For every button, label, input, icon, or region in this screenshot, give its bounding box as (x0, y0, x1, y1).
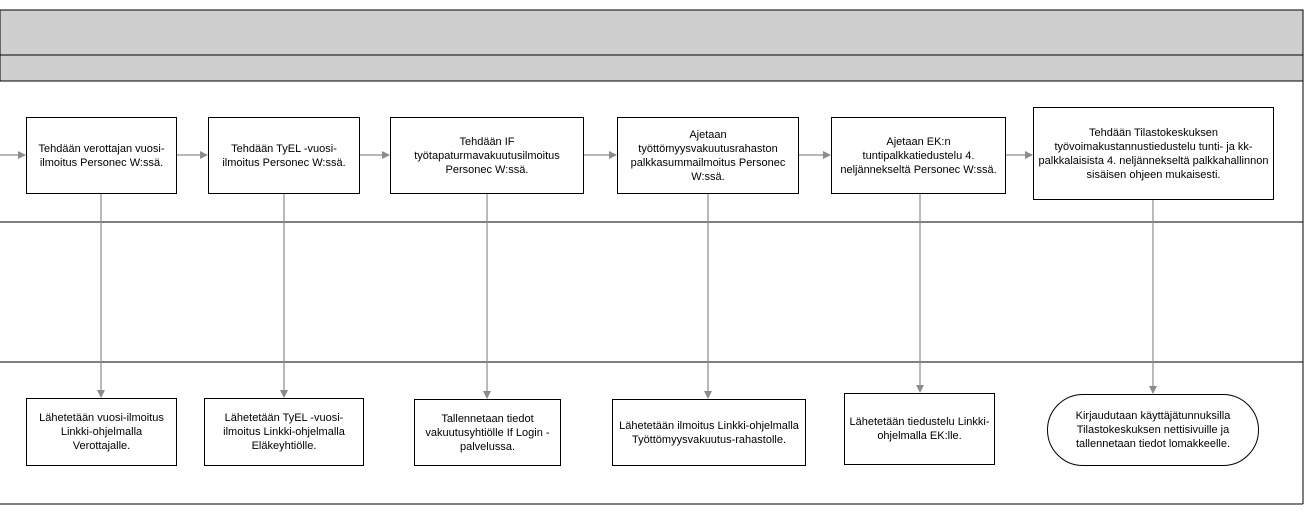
submit-step-2: Lähetetään TyEL -vuosi-ilmoitus Linkki-o… (204, 398, 364, 466)
process-step-4: Ajetaan työttömyysvakuutusrahaston palkk… (617, 117, 799, 194)
header-band (0, 9, 1304, 56)
process-step-6-text: Tehdään Tilastokeskuksen työvoimakustann… (1038, 126, 1269, 181)
submit-step-1-text: Lähetetään vuosi-ilmoitus Linkki-ohjelma… (39, 412, 164, 452)
process-step-1-text: Tehdään verottajan vuosi-ilmoitus Person… (38, 142, 165, 169)
submit-step-4-text: Lähetetään ilmoitus Linkki-ohjelmalla Ty… (619, 419, 799, 446)
submit-step-6-terminator: Kirjaudutaan käyttäjätunnuksilla Tilasto… (1047, 394, 1259, 466)
process-step-2: Tehdään TyEL -vuosi-ilmoitus Personec W:… (208, 117, 360, 194)
submit-step-5-text: Lähetetään tiedustelu Linkki-ohjelmalla … (849, 416, 990, 442)
submit-step-6-text: Kirjaudutaan käyttäjätunnuksilla Tilasto… (1075, 410, 1231, 450)
subheader-band (0, 54, 1304, 82)
submit-step-2-text: Lähetetään TyEL -vuosi-ilmoitus Linkki-o… (223, 412, 345, 452)
process-step-6: Tehdään Tilastokeskuksen työvoimakustann… (1033, 107, 1274, 200)
process-step-5-text: Ajetaan EK:n tuntipalkkatiedustelu 4. ne… (840, 135, 997, 176)
process-step-3-text: Tehdään IF työtapaturmavakuutusilmoitus … (414, 135, 560, 176)
process-step-4-text: Ajetaan työttömyysvakuutusrahaston palkk… (630, 128, 786, 183)
submit-step-3: Tallennetaan tiedot vakuutusyhtiölle If … (414, 399, 561, 466)
process-step-1: Tehdään verottajan vuosi-ilmoitus Person… (26, 117, 177, 194)
submit-step-3-text: Tallennetaan tiedot vakuutusyhtiölle If … (425, 412, 550, 453)
submit-step-4: Lähetetään ilmoitus Linkki-ohjelmalla Ty… (612, 399, 806, 466)
process-step-3: Tehdään IF työtapaturmavakuutusilmoitus … (390, 117, 584, 194)
submit-step-5: Lähetetään tiedustelu Linkki-ohjelmalla … (844, 393, 995, 465)
process-step-5: Ajetaan EK:n tuntipalkkatiedustelu 4. ne… (831, 117, 1006, 194)
submit-step-1: Lähetetään vuosi-ilmoitus Linkki-ohjelma… (26, 398, 177, 466)
process-step-2-text: Tehdään TyEL -vuosi-ilmoitus Personec W:… (222, 142, 346, 169)
